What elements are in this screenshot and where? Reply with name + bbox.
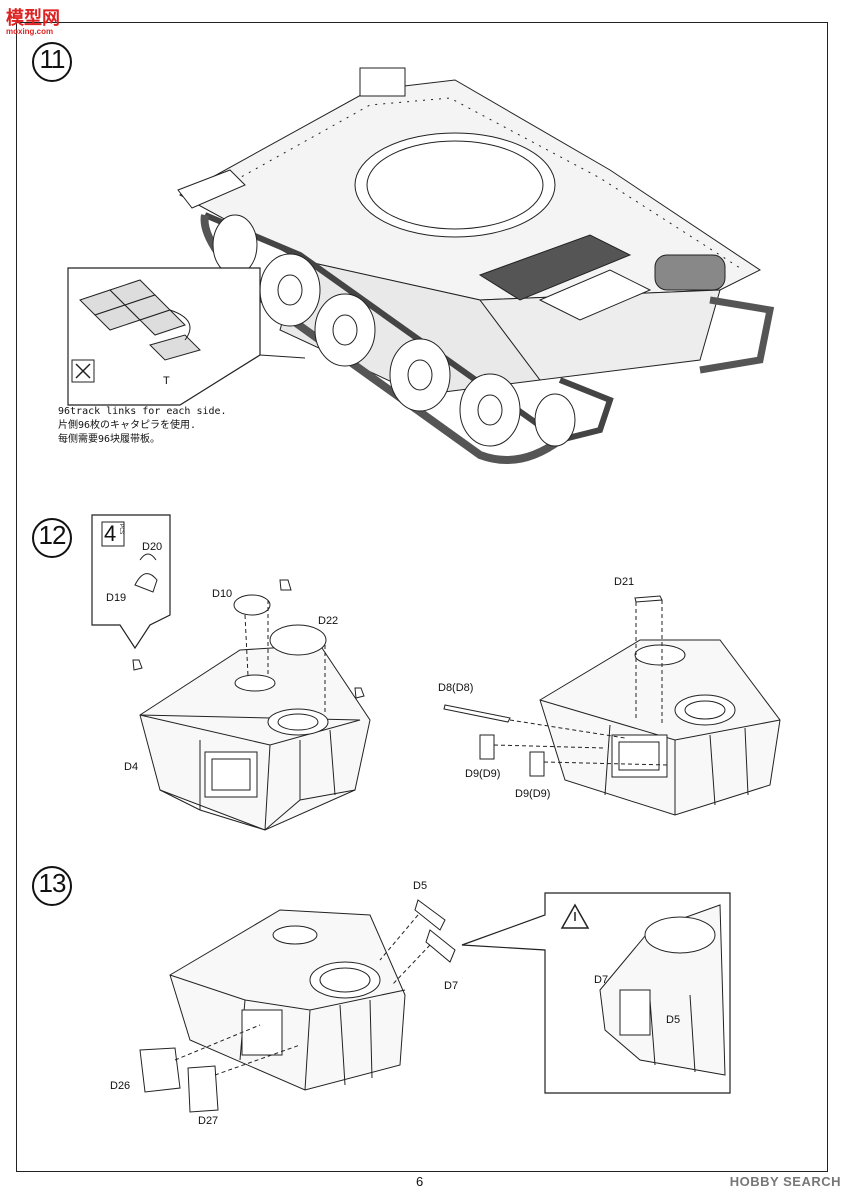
pcs-count: 4	[104, 521, 117, 546]
note-line-jp: 片側96枚のキャタピラを使用.	[58, 420, 197, 431]
label-d19: D19	[106, 592, 127, 604]
pcs-callout-box	[91, 514, 171, 650]
turret-d26-d27-illustration	[139, 899, 456, 1113]
part-d22-shape	[269, 624, 327, 656]
step-13-badge: 13	[32, 866, 72, 906]
label-part-t: T	[163, 375, 170, 387]
part-d10-shape	[233, 594, 271, 616]
label-d27: D27	[198, 1115, 219, 1127]
label-d26: D26	[110, 1080, 131, 1092]
track-link-note: 96track links for each side. 片側96枚のキャタピラ…	[58, 405, 227, 447]
pcs-unit: PCS	[118, 524, 124, 535]
track-links-illustration	[79, 279, 201, 361]
step-12-badge: 12	[32, 518, 72, 558]
turret-d4-illustration	[132, 553, 371, 831]
watermark-url: moxing.com	[6, 27, 54, 36]
label-d7-detail: D7	[594, 974, 609, 986]
label-d22: D22	[318, 615, 339, 627]
detail-turret-illustration	[599, 904, 726, 1076]
label-d7: D7	[444, 980, 459, 992]
pcs-badge	[101, 521, 125, 547]
label-d21: D21	[614, 576, 635, 588]
label-d20: D20	[142, 541, 163, 553]
label-d8: D8(D8)	[438, 682, 474, 694]
watermark-title: 模型网	[6, 8, 60, 28]
page-number: 6	[416, 1174, 424, 1189]
label-d9-left: D9(D9)	[465, 768, 501, 780]
note-line-en: 96track links for each side.	[58, 406, 227, 417]
turret-d21-illustration	[443, 595, 781, 816]
label-d10: D10	[212, 588, 233, 600]
step-11-badge: 11	[32, 42, 72, 82]
label-d9-right: D9(D9)	[515, 788, 551, 800]
note-line-cn: 每侧需要96块履带板。	[58, 434, 161, 445]
page-border	[16, 22, 828, 1172]
label-d5: D5	[413, 880, 428, 892]
label-d5-detail: D5	[666, 1014, 681, 1026]
tank-hull-illustration	[177, 67, 775, 464]
hobbysearch-logo: HOBBY SEARCH	[729, 1174, 841, 1189]
label-d4: D4	[124, 761, 139, 773]
